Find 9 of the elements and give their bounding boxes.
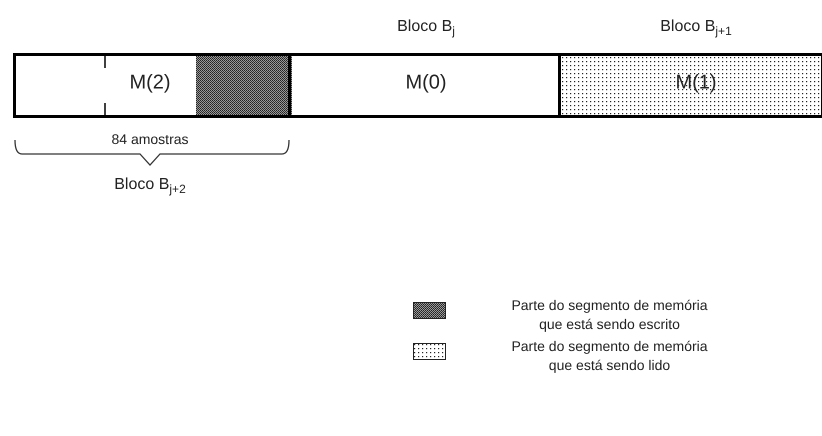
brace-label: 84 amostras: [111, 131, 189, 147]
block-heading: Bloco B$_{j+1}$: [660, 18, 732, 38]
block-heading: Bloco B$_{j}$: [397, 18, 455, 38]
segment-label: M(0): [405, 71, 447, 94]
legend-text: Parte do segmento de memória que está sendo lido: [510, 337, 709, 375]
legend-text: Parte do segmento de memória que está sendo escrito: [510, 296, 709, 334]
memory-segment: [13, 53, 289, 118]
segment-label: M(2): [129, 71, 171, 94]
block-caption: Bloco B$_{j+2}$: [114, 176, 186, 196]
